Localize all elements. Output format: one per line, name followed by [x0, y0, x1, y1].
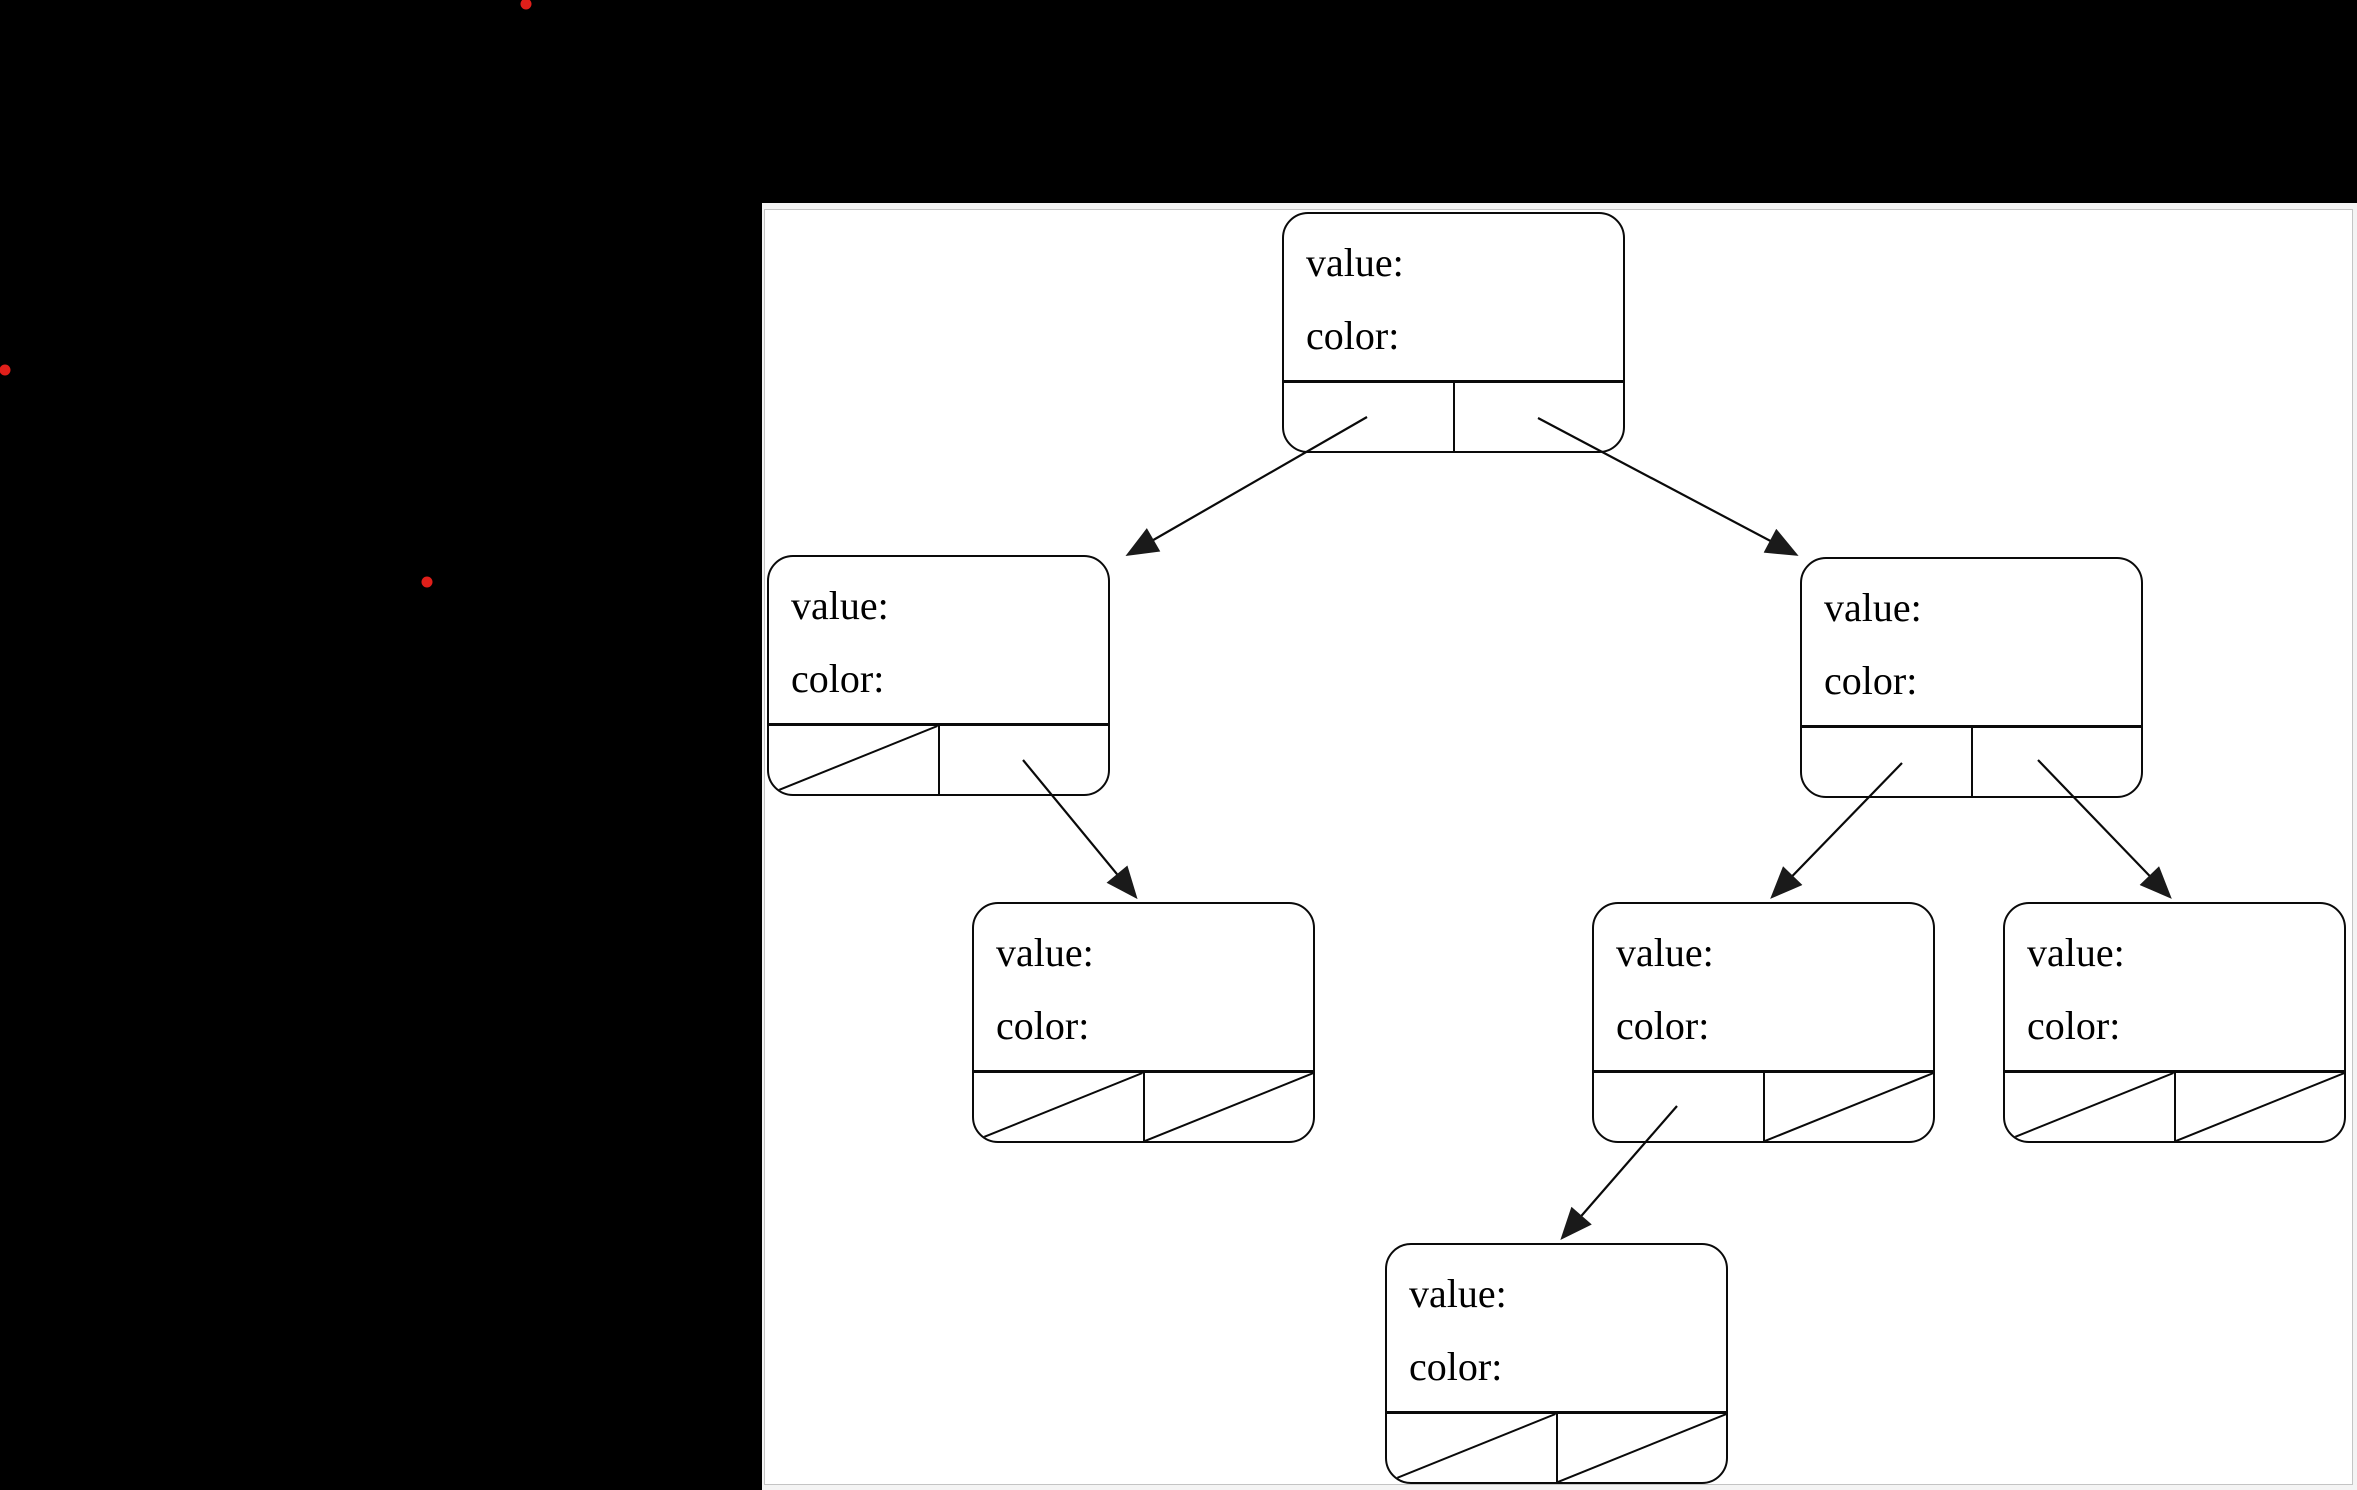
color-label: color:: [1824, 658, 1918, 703]
null-slash-icon: [974, 1073, 1143, 1141]
left-pointer-cell: [1594, 1073, 1763, 1141]
right-pointer-cell: [1762, 1073, 1934, 1141]
right-pointer-cell: [937, 726, 1109, 794]
binary-tree-diagram: value: color: value: color:: [762, 203, 2357, 1490]
null-slash-icon: [1558, 1414, 1727, 1482]
value-label: value:: [1409, 1271, 1507, 1316]
null-slash-icon: [2005, 1073, 2174, 1141]
pointer-row: [1802, 725, 2141, 796]
null-slash-icon: [2176, 1073, 2345, 1141]
pointer-row: [1284, 380, 1623, 451]
left-pointer-cell: [769, 726, 938, 794]
node-fields: value: color:: [1387, 1245, 1726, 1411]
pointer-row: [974, 1070, 1313, 1141]
pointer-row: [2005, 1070, 2344, 1141]
left-pointer-cell: [2005, 1073, 2174, 1141]
tree-node-right-child: value: color:: [1800, 557, 2143, 798]
left-pointer-cell: [974, 1073, 1143, 1141]
tree-node-right-right-grandchild: value: color:: [2003, 902, 2346, 1143]
color-label: color:: [1616, 1003, 1710, 1048]
right-pointer-cell: [1142, 1073, 1314, 1141]
red-dot-middle: [421, 576, 433, 588]
value-label: value:: [996, 930, 1094, 975]
null-slash-icon: [769, 726, 938, 794]
red-dot-left: [0, 364, 11, 376]
node-fields: value: color:: [974, 904, 1313, 1070]
tree-node-root: value: color:: [1282, 212, 1625, 453]
node-fields: value: color:: [769, 557, 1108, 723]
tree-node-right-left-grandchild: value: color:: [1592, 902, 1935, 1143]
value-label: value:: [2027, 930, 2125, 975]
left-pointer-cell: [1802, 728, 1971, 796]
null-slash-icon: [1145, 1073, 1314, 1141]
node-fields: value: color:: [1594, 904, 1933, 1070]
value-label: value:: [1824, 585, 1922, 630]
node-fields: value: color:: [2005, 904, 2344, 1070]
right-pointer-cell: [2173, 1073, 2345, 1141]
color-label: color:: [2027, 1003, 2121, 1048]
value-label: value:: [1306, 240, 1404, 285]
pointer-row: [1387, 1411, 1726, 1482]
node-fields: value: color:: [1284, 214, 1623, 380]
pointer-row: [769, 723, 1108, 794]
node-fields: value: color:: [1802, 559, 2141, 725]
null-slash-icon: [1765, 1073, 1934, 1141]
color-label: color:: [996, 1003, 1090, 1048]
left-pointer-cell: [1284, 383, 1453, 451]
value-label: value:: [791, 583, 889, 628]
value-label: value:: [1616, 930, 1714, 975]
color-label: color:: [1409, 1344, 1503, 1389]
tree-node-left-child: value: color:: [767, 555, 1110, 796]
color-label: color:: [1306, 313, 1400, 358]
diagram-panel: value: color: value: color:: [762, 203, 2357, 1490]
red-dot-top: [520, 0, 532, 10]
tree-node-bottom: value: color:: [1385, 1243, 1728, 1484]
right-pointer-cell: [1452, 383, 1624, 451]
left-pointer-cell: [1387, 1414, 1556, 1482]
tree-node-left-right-grandchild: value: color:: [972, 902, 1315, 1143]
right-pointer-cell: [1555, 1414, 1727, 1482]
null-slash-icon: [1387, 1414, 1556, 1482]
right-pointer-cell: [1970, 728, 2142, 796]
color-label: color:: [791, 656, 885, 701]
pointer-row: [1594, 1070, 1933, 1141]
